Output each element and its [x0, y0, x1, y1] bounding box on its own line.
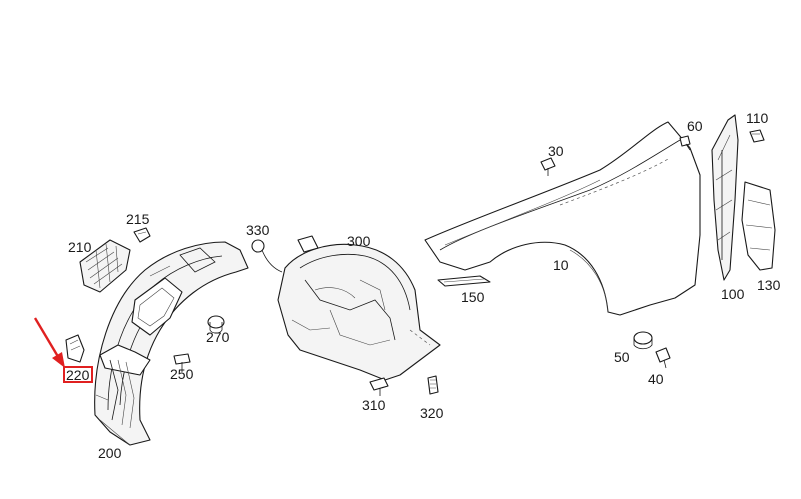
callout-310: 310	[362, 397, 386, 413]
screw-320	[427, 375, 439, 395]
callout-110: 110	[746, 110, 769, 126]
nut-270	[207, 315, 225, 334]
cable-330	[251, 239, 283, 273]
callout-250: 250	[170, 366, 194, 382]
callout-130: 130	[757, 277, 781, 293]
bracket-210	[79, 239, 131, 293]
callout-150: 150	[461, 289, 485, 305]
screw-250	[173, 353, 191, 372]
callout-40: 40	[648, 371, 664, 387]
callout-210: 210	[68, 239, 92, 255]
bracket-100	[711, 114, 739, 281]
clip-215	[133, 227, 151, 243]
callout-320: 320	[420, 405, 444, 421]
callout-330: 330	[246, 222, 270, 238]
screw-30	[540, 157, 556, 176]
wheel-arch-liner-rear	[277, 235, 441, 381]
trim-strip-150	[437, 275, 491, 287]
callout-60: 60	[687, 118, 703, 134]
callout-10: 10	[553, 257, 569, 273]
screw-310	[369, 377, 389, 396]
fender-10	[424, 121, 701, 316]
callout-300: 300	[347, 233, 371, 249]
wheel-arch-liner-front	[94, 241, 249, 446]
cover-130	[741, 181, 776, 271]
callout-270: 270	[206, 329, 230, 345]
screw-60	[679, 135, 691, 151]
bolt-40	[655, 347, 671, 369]
callout-220: 220	[66, 367, 90, 383]
red-pointer-arrow	[33, 317, 65, 368]
callout-100: 100	[721, 286, 745, 302]
callout-highlight-box	[63, 366, 93, 383]
callout-50: 50	[614, 349, 630, 365]
callout-215: 215	[126, 211, 150, 227]
callout-30: 30	[548, 143, 564, 159]
screw-110	[749, 129, 765, 143]
callout-200: 200	[98, 445, 122, 461]
bracket-220	[65, 334, 85, 363]
nut-50	[633, 331, 653, 350]
